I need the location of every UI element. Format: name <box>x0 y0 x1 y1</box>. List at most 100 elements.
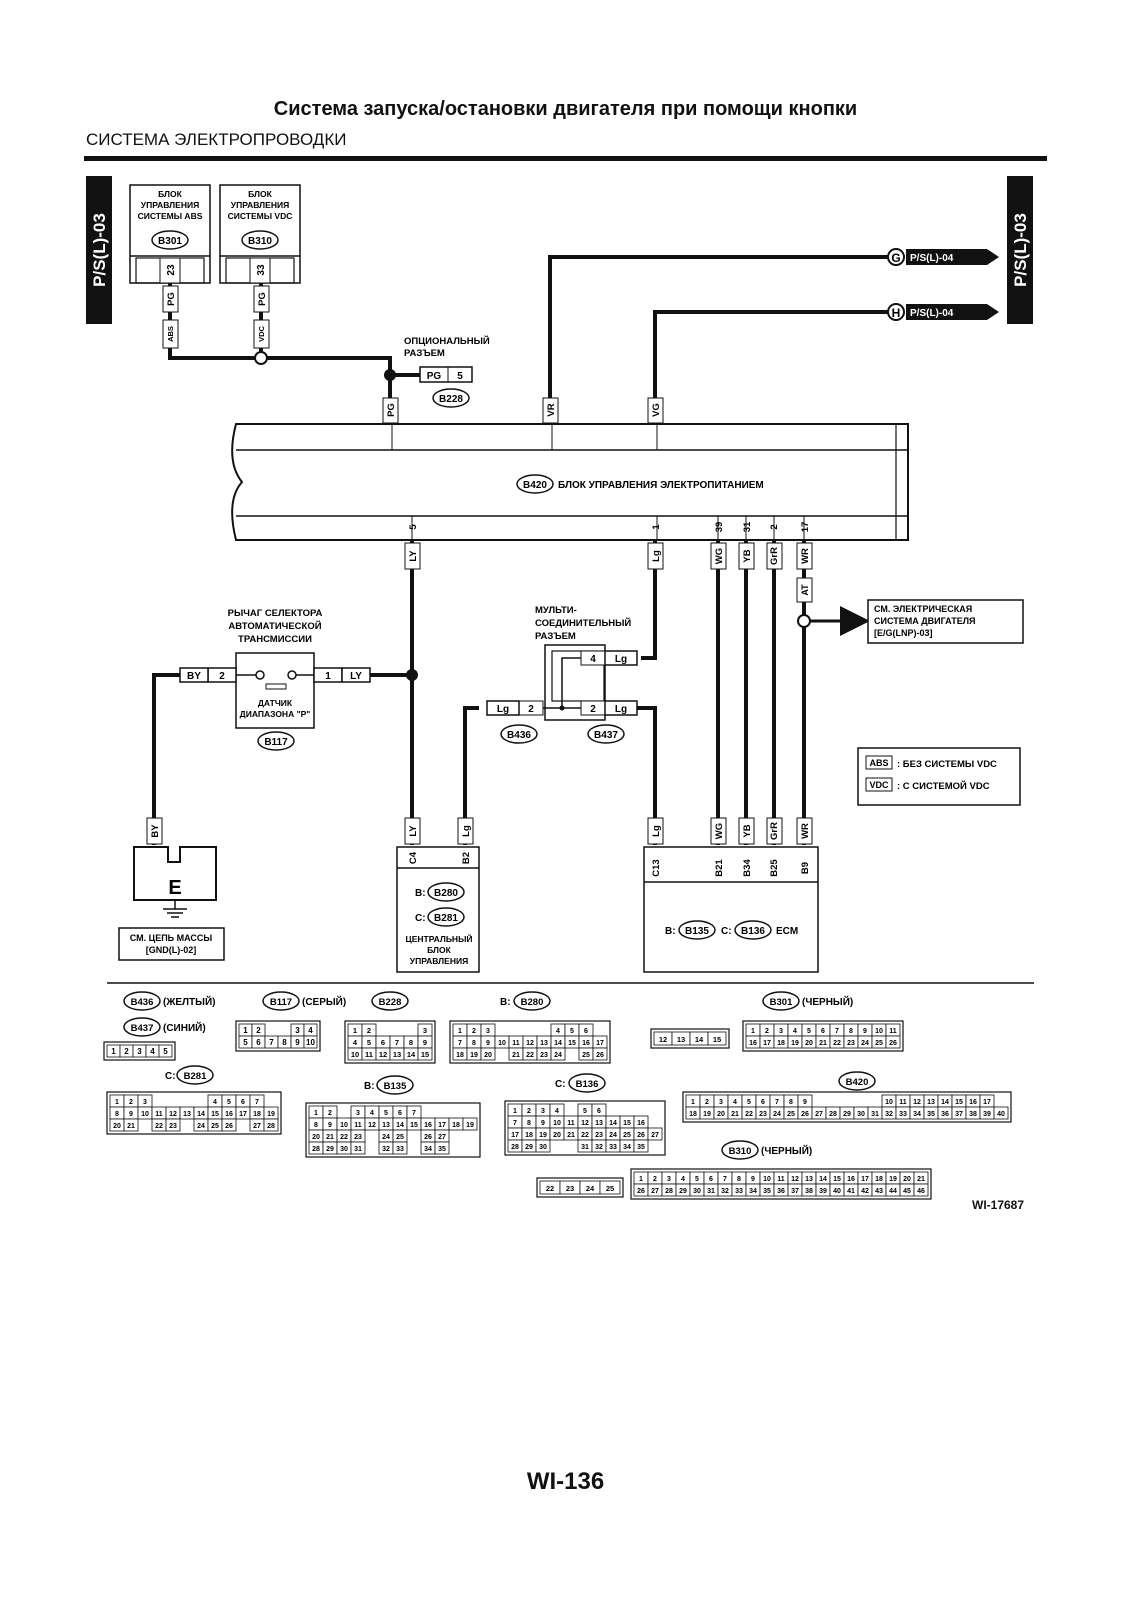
svg-text:10: 10 <box>875 1028 883 1035</box>
svg-text:10: 10 <box>306 1038 315 1047</box>
svg-text:15: 15 <box>833 1176 841 1183</box>
vdc-control-unit: БЛОК УПРАВЛЕНИЯ СИСТЕМЫ VDC B310 33 <box>219 184 301 284</box>
engine-system-reference: СМ. ЭЛЕКТРИЧЕСКАЯ СИСТЕМА ДВИГАТЕЛЯ [E/G… <box>867 599 1024 644</box>
svg-text:4: 4 <box>213 1099 217 1106</box>
svg-text:11: 11 <box>512 1040 520 1047</box>
face-b136: C: B136 <box>555 1073 606 1093</box>
svg-text:14: 14 <box>554 1040 562 1047</box>
svg-text:2: 2 <box>769 524 780 529</box>
svg-text:6: 6 <box>821 1028 825 1035</box>
svg-text:1: 1 <box>353 1026 357 1035</box>
svg-text:22: 22 <box>833 1040 841 1047</box>
wire-tag-at: AT <box>796 577 813 603</box>
svg-text:11: 11 <box>365 1050 373 1059</box>
svg-text:13: 13 <box>382 1122 390 1129</box>
svg-text:29: 29 <box>326 1146 334 1153</box>
svg-text:16: 16 <box>969 1099 977 1106</box>
svg-text:6: 6 <box>761 1099 765 1106</box>
svg-text:2: 2 <box>129 1099 133 1106</box>
svg-text:11: 11 <box>567 1120 575 1127</box>
svg-text:СОЕДИНИТЕЛЬНЫЙ: СОЕДИНИТЕЛЬНЫЙ <box>535 617 631 629</box>
face-b117: B117 (СЕРЫЙ) <box>262 991 346 1011</box>
svg-text:СИСТЕМА ДВИГАТЕЛЯ: СИСТЕМА ДВИГАТЕЛЯ <box>874 616 976 626</box>
svg-text:8: 8 <box>282 1038 287 1047</box>
svg-text:YB: YB <box>742 549 753 562</box>
svg-text:2: 2 <box>367 1026 371 1035</box>
svg-text:Lg: Lg <box>651 550 662 562</box>
svg-text:17: 17 <box>438 1122 446 1129</box>
svg-text:17: 17 <box>596 1040 604 1047</box>
svg-text:26: 26 <box>889 1040 897 1047</box>
svg-text:12: 12 <box>169 1111 177 1118</box>
svg-text:35: 35 <box>763 1188 771 1195</box>
svg-text:УПРАВЛЕНИЯ: УПРАВЛЕНИЯ <box>231 200 289 210</box>
svg-text:24: 24 <box>197 1123 205 1130</box>
svg-text:8: 8 <box>789 1099 793 1106</box>
svg-text:4: 4 <box>733 1099 737 1106</box>
svg-text:E: E <box>168 877 181 899</box>
svg-text:: БЕЗ СИСТЕМЫ VDC: : БЕЗ СИСТЕМЫ VDC <box>897 759 997 770</box>
selector-lever-b117: РЫЧАГ СЕЛЕКТОРА АВТОМАТИЧЕСКОЙ ТРАНСМИСС… <box>179 608 371 751</box>
splice-engine <box>797 614 811 628</box>
svg-text:23: 23 <box>595 1132 603 1139</box>
svg-text:P/S(L)-03: P/S(L)-03 <box>90 213 109 287</box>
left-page-tab: P/S(L)-03 <box>86 176 112 324</box>
svg-text:19: 19 <box>889 1176 897 1183</box>
svg-text:PG: PG <box>427 371 442 382</box>
svg-text:7: 7 <box>775 1099 779 1106</box>
svg-text:25: 25 <box>396 1134 404 1141</box>
svg-text:16: 16 <box>424 1122 432 1129</box>
svg-text:9: 9 <box>328 1122 332 1129</box>
svg-text:РАЗЪЕМ: РАЗЪЕМ <box>535 631 576 642</box>
svg-text:23: 23 <box>566 1184 574 1193</box>
svg-text:24: 24 <box>586 1184 595 1193</box>
svg-text:10: 10 <box>553 1120 561 1127</box>
svg-text:26: 26 <box>596 1052 604 1059</box>
svg-text:2: 2 <box>328 1110 332 1117</box>
svg-text:PG: PG <box>386 403 397 417</box>
svg-text:(ЧЕРНЫЙ): (ЧЕРНЫЙ) <box>761 1144 812 1157</box>
wire-tag-ly: LY <box>404 542 421 570</box>
svg-text:6: 6 <box>709 1176 713 1183</box>
svg-text:12: 12 <box>913 1099 921 1106</box>
svg-text:21: 21 <box>326 1134 334 1141</box>
svg-text:6: 6 <box>381 1038 385 1047</box>
svg-text:5: 5 <box>163 1047 168 1056</box>
svg-text:18: 18 <box>875 1176 883 1183</box>
svg-text:РАЗЪЕМ: РАЗЪЕМ <box>404 348 445 359</box>
svg-text:18: 18 <box>253 1111 261 1118</box>
figure-id: WI-17687 <box>972 1198 1025 1212</box>
svg-text:23: 23 <box>540 1052 548 1059</box>
svg-text:3: 3 <box>541 1108 545 1115</box>
svg-text:4: 4 <box>681 1176 685 1183</box>
svg-text:31: 31 <box>871 1111 879 1118</box>
splice-open <box>254 351 268 365</box>
ground-e: BY E СМ. ЦЕПЬ МАССЫ [GND(L)-02] <box>118 817 225 961</box>
svg-text:(СИНИЙ): (СИНИЙ) <box>163 1021 206 1034</box>
svg-text:(ЧЕРНЫЙ): (ЧЕРНЫЙ) <box>802 995 853 1008</box>
svg-text:B228: B228 <box>379 997 402 1008</box>
svg-text:(ЖЕЛТЫЙ): (ЖЕЛТЫЙ) <box>163 995 215 1008</box>
svg-text:15: 15 <box>410 1122 418 1129</box>
splice-ly <box>406 669 418 681</box>
svg-text:18: 18 <box>525 1132 533 1139</box>
page-number: WI-136 <box>526 1468 605 1495</box>
svg-text:5: 5 <box>243 1038 248 1047</box>
svg-text:1: 1 <box>243 1026 248 1035</box>
svg-text:ДИАПАЗОНА "P": ДИАПАЗОНА "P" <box>240 709 311 719</box>
svg-text:4: 4 <box>590 654 596 665</box>
svg-text:15: 15 <box>713 1035 721 1044</box>
svg-text:15: 15 <box>421 1050 429 1059</box>
svg-text:[GND(L)-02]: [GND(L)-02] <box>146 945 197 955</box>
svg-text:16: 16 <box>225 1111 233 1118</box>
svg-text:4: 4 <box>353 1038 358 1047</box>
svg-text:12: 12 <box>659 1035 667 1044</box>
svg-text:БЛОК УПРАВЛЕНИЯ ЭЛЕКТРОПИТАНИЕ: БЛОК УПРАВЛЕНИЯ ЭЛЕКТРОПИТАНИЕМ <box>558 480 764 491</box>
svg-text:7: 7 <box>255 1099 259 1106</box>
svg-text:43: 43 <box>875 1188 883 1195</box>
